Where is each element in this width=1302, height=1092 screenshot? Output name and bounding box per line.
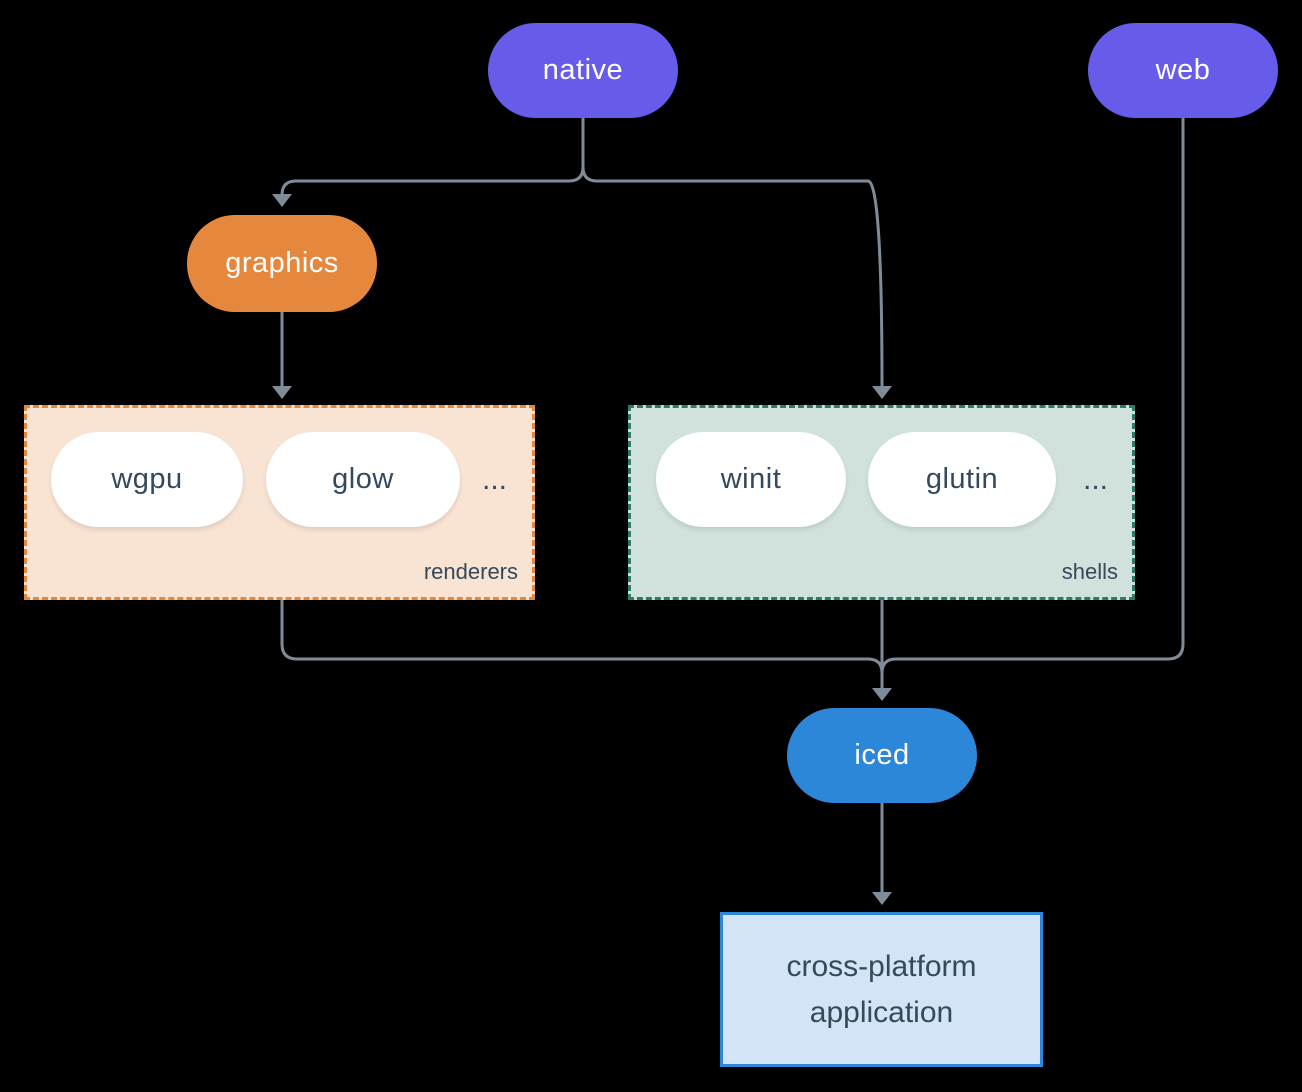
node-web-label: web [1155,54,1211,86]
edge-native-graphics [280,118,585,196]
node-glow-label: glow [332,463,394,495]
edge-renderers-iced [280,598,884,674]
node-native: native [488,23,678,118]
arrowhead-renderers [272,386,292,399]
node-wgpu-label: wgpu [111,463,183,495]
arrowhead-application [872,892,892,905]
node-glutin: glutin [868,432,1056,527]
renderers-group-label: renderers [423,559,518,584]
node-glow: glow [266,432,460,527]
group-renderers: wgpu glow ... renderers [24,405,535,600]
node-graphics-label: graphics [225,247,339,279]
renderers-ellipsis: ... [482,463,508,496]
shells-group-label: shells [1061,559,1118,584]
arrowhead-graphics [272,194,292,207]
edge-web-iced [880,118,1185,674]
node-glutin-label: glutin [925,463,999,495]
node-graphics: graphics [187,215,377,312]
node-web: web [1088,23,1278,118]
node-winit-label: winit [720,463,782,495]
node-application-label: cross-platform application [786,949,977,1029]
node-cross-platform-application: cross-platform application [720,912,1043,1067]
group-shells: winit glutin ... shells [628,405,1135,600]
node-iced: iced [787,708,977,803]
node-native-label: native [542,54,624,86]
edge-native-shells [581,118,884,388]
node-iced-label: iced [854,739,910,771]
node-winit: winit [656,432,846,527]
arrowhead-iced [872,688,892,701]
arrowhead-shells [872,386,892,399]
shells-ellipsis: ... [1083,463,1109,496]
node-wgpu: wgpu [51,432,243,527]
